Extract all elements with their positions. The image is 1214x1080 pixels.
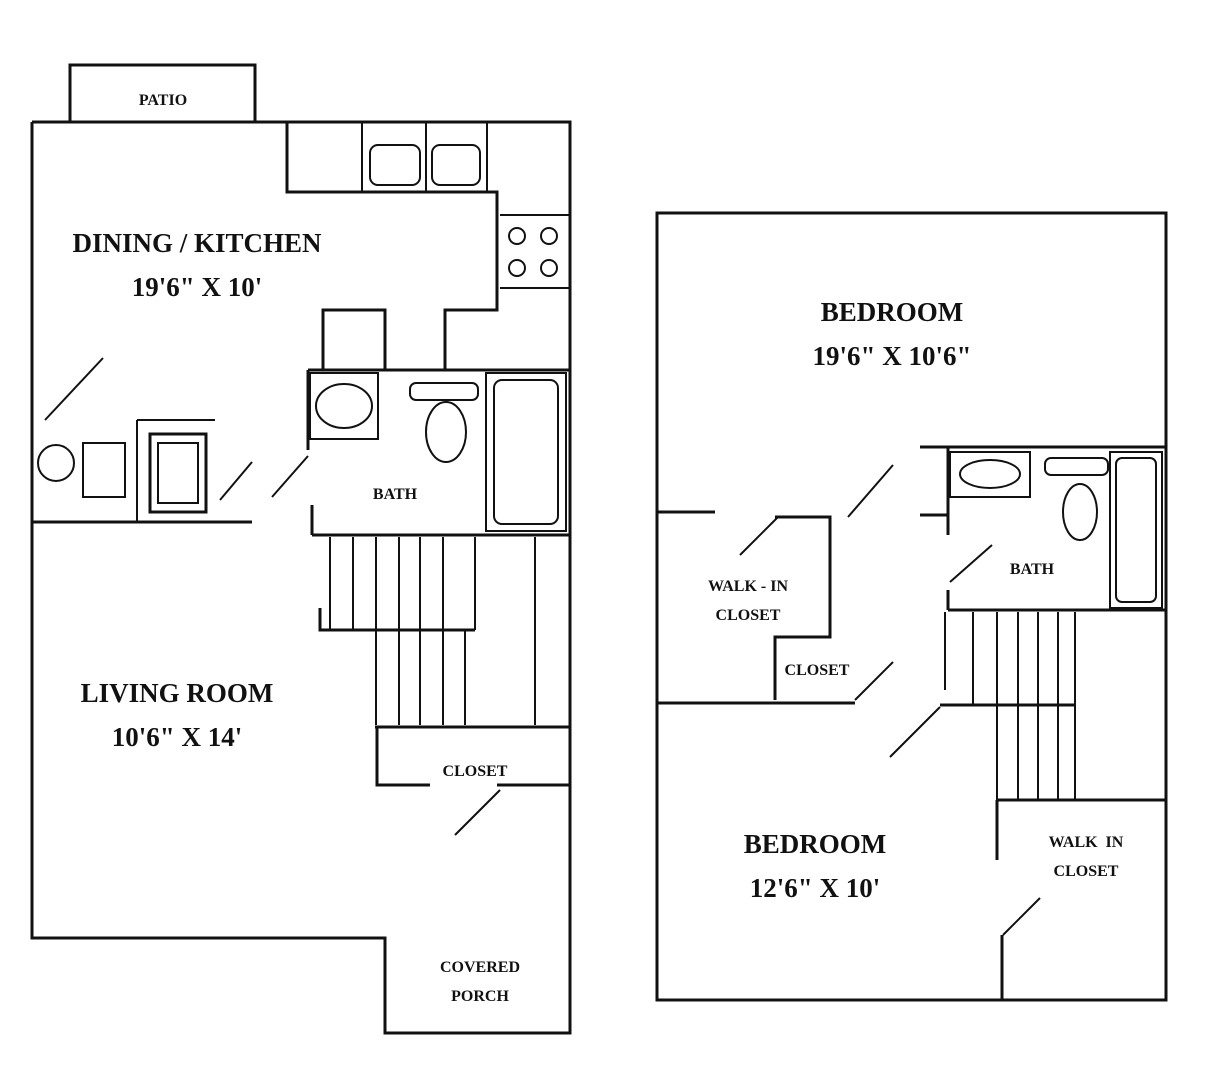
- stove-icon: [508, 227, 558, 277]
- sink-icon: [959, 459, 1021, 489]
- bath-sink-counter: [309, 372, 379, 440]
- closet-label: CLOSET: [785, 662, 850, 679]
- door-swing: [271, 455, 309, 498]
- walk-in-closet-2-label-2: CLOSET: [1054, 863, 1119, 880]
- walk-in-closet-1-label-1: WALK - IN: [708, 578, 788, 595]
- living-room-label: LIVING ROOM: [81, 678, 274, 708]
- bedroom-1-label: BEDROOM: [821, 297, 964, 327]
- toilet-icon: [425, 401, 467, 463]
- toilet-tank: [409, 382, 479, 401]
- second-floor-walls: [655, 211, 1168, 1002]
- bath-label: BATH: [373, 486, 418, 503]
- bedroom-2-size: 12'6" X 10': [750, 873, 881, 903]
- bedroom-1-size: 19'6" X 10'6": [813, 341, 972, 371]
- closet-label: CLOSET: [443, 763, 508, 780]
- first-floor-plan: PATIO DINING / KITCHEN 19'6" X 10' BATH …: [30, 63, 572, 1035]
- kitchen-island: [321, 308, 387, 372]
- dining-kitchen-size: 19'6" X 10': [132, 272, 263, 302]
- dryer-icon: [82, 442, 126, 498]
- stairs: [940, 612, 1076, 800]
- door-swing: [847, 464, 894, 518]
- toilet-icon: [1062, 483, 1098, 541]
- bath-label: BATH: [1010, 561, 1055, 578]
- washer-icon: [37, 444, 75, 482]
- door-swing: [739, 516, 779, 556]
- toilet-tank: [1044, 457, 1109, 476]
- sink-icon: [315, 383, 373, 429]
- door-swing: [219, 461, 253, 501]
- water-heater-icon: [148, 432, 208, 514]
- stairs: [318, 537, 536, 725]
- bath-sink-counter: [949, 451, 1031, 498]
- bedroom-2-label: BEDROOM: [744, 829, 887, 859]
- door-swing: [1002, 897, 1041, 936]
- patio-label: PATIO: [139, 92, 187, 109]
- living-room-size: 10'6" X 14': [112, 722, 243, 752]
- sink-icon: [369, 144, 421, 186]
- bathtub-icon: [1109, 451, 1163, 609]
- door-swing: [889, 706, 941, 758]
- covered-porch-label-1: COVERED: [440, 959, 520, 976]
- first-floor-walls: [30, 120, 572, 1035]
- kitchen-counter: [285, 122, 499, 370]
- bathtub-icon: [485, 372, 567, 532]
- door-swing: [949, 544, 993, 583]
- sink-icon: [431, 144, 481, 186]
- walk-in-closet-2-label-1: WALK IN: [1049, 834, 1124, 851]
- second-floor-plan: BEDROOM 19'6" X 10'6" WALK - IN CLOSET C…: [655, 211, 1168, 1002]
- door-swing: [454, 789, 501, 836]
- door-swing: [854, 661, 894, 701]
- dining-kitchen-label: DINING / KITCHEN: [72, 228, 322, 258]
- door-swing: [44, 357, 104, 421]
- walk-in-closet-1-label-2: CLOSET: [716, 607, 781, 624]
- covered-porch-label-2: PORCH: [451, 988, 509, 1005]
